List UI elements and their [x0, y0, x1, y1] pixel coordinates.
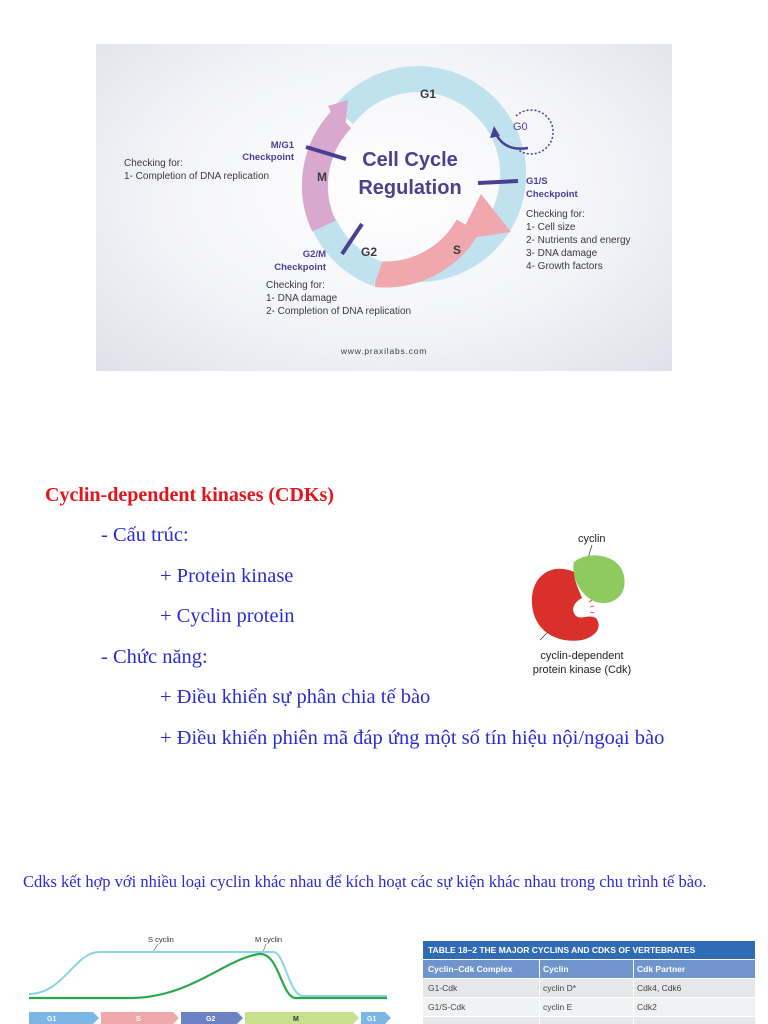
s-cyclin-pointer — [152, 943, 159, 953]
structure-item: + Cyclin protein — [160, 605, 295, 627]
cdk-pointer — [539, 631, 549, 641]
cdk-shape — [531, 568, 599, 641]
g0-label: G0 — [513, 121, 528, 133]
g1s-checking-for: Checking for: — [526, 209, 585, 220]
g1s-check-item: 2- Nutrients and energy — [526, 235, 631, 246]
g1s-check-item: 3- DNA damage — [526, 248, 598, 259]
structure-label: - Cấu trúc: — [101, 524, 189, 546]
mg1-checkpoint-name: M/G1 — [271, 140, 295, 151]
mg1-check-item: 1- Completion of DNA replication — [124, 171, 269, 182]
g2m-check-item: 2- Completion of DNA replication — [266, 306, 411, 317]
phase-label: G1 — [47, 1016, 56, 1023]
phase-bar-g1 — [29, 1012, 99, 1024]
m-phase-label: M — [317, 170, 327, 184]
cdk-label-line2: protein kinase (Cdk) — [533, 664, 631, 676]
cyclin-label: cyclin — [578, 533, 606, 545]
function-label: - Chức năng: — [101, 646, 208, 668]
table-cell: G1/S-Cdk — [428, 1002, 466, 1012]
cell-cycle-diagram: Cell Cycle Regulation G1 S G2 M G0 M/G1 … — [124, 66, 631, 356]
phase-label: G1 — [367, 1016, 376, 1023]
phase-label: M — [293, 1016, 299, 1023]
phase-bar-g2 — [181, 1012, 243, 1024]
mg1-checkpoint-word: Checkpoint — [242, 152, 295, 163]
cyclin-timeline-figure: S cyclin M cyclin G1 S G2 M G1 — [23, 930, 393, 1024]
m-cyclin-label: M cyclin — [255, 935, 282, 944]
table-header-cell: Cyclin–Cdk Complex — [428, 964, 513, 974]
g1s-check-item: 4- Growth factors — [526, 261, 603, 272]
cyclin-shape — [573, 555, 625, 603]
g2m-checking-for: Checking for: — [266, 280, 325, 291]
mg1-checkpoint-bar — [305, 145, 347, 161]
table-caption: TABLE 18–2 THE MAJOR CYCLINS AND CDKS OF… — [428, 945, 696, 955]
g1s-check-item: 1- Cell size — [526, 222, 576, 233]
table-column-divider — [539, 960, 540, 1024]
structure-item: + Protein kinase — [160, 565, 294, 587]
g0-arrowhead — [490, 126, 500, 138]
source-credit: www.praxilabs.com — [340, 346, 427, 356]
g2m-checkpoint-bar — [340, 222, 364, 256]
table-row: G1-Cdk cyclin D* Cdk4, Cdk6 — [423, 979, 755, 997]
table-cell: cyclin D* — [543, 983, 577, 993]
g1s-checkpoint-name: G1/S — [526, 176, 548, 187]
g2-phase-label: G2 — [361, 245, 377, 259]
intro-paragraph: Cdks kết hợp với nhiều loại cyclin khác … — [23, 872, 707, 891]
cdk-cyclin-diagram: cyclin cyclin-dependent protein kinase (… — [531, 533, 631, 676]
table-header-cell: Cyclin — [543, 964, 569, 974]
g2m-checkpoint-name: G2/M — [303, 249, 326, 260]
table-row-partial — [423, 1017, 755, 1024]
cdk-label-line1: cyclin-dependent — [540, 650, 623, 662]
g2m-checkpoint-word: Checkpoint — [274, 262, 327, 273]
table-header-row: Cyclin–Cdk Complex Cyclin Cdk Partner — [423, 960, 755, 978]
s-phase-arrowhead — [458, 194, 511, 240]
s-cyclin-curve — [28, 951, 387, 997]
table-header-cell: Cdk Partner — [637, 964, 686, 974]
binding-mark — [589, 605, 595, 608]
g1s-checkpoint-bar — [477, 179, 519, 185]
binding-mark — [589, 611, 595, 614]
m-phase-arrowhead — [328, 100, 348, 139]
s-cyclin-label: S cyclin — [148, 935, 174, 944]
table-row: G1/S-Cdk cyclin E Cdk2 — [423, 998, 755, 1016]
g1-phase-arc — [332, 66, 527, 283]
m-cyclin-curve — [29, 952, 387, 1000]
g2-phase-arc — [312, 218, 383, 287]
phase-label: G2 — [206, 1016, 215, 1023]
table-cell: G1-Cdk — [428, 983, 458, 993]
table-cell: Cdk2 — [637, 1002, 657, 1012]
s-phase-label: S — [453, 243, 461, 257]
m-cyclin-pointer — [262, 943, 267, 953]
g1s-checkpoint-word: Checkpoint — [526, 189, 579, 200]
table-cell: Cdk4, Cdk6 — [637, 983, 682, 993]
cycle-title-line1: Cell Cycle — [362, 149, 458, 171]
mg1-checking-for: Checking for: — [124, 158, 183, 169]
cyclin-cdk-table: TABLE 18–2 THE MAJOR CYCLINS AND CDKS OF… — [423, 941, 755, 1024]
function-item: + Điều khiển phiên mã đáp ứng một số tín… — [160, 727, 665, 749]
cdk-cyclin-figure: cyclin cyclin-dependent protein kinase (… — [512, 528, 652, 680]
cycle-title-line2: Regulation — [358, 177, 461, 199]
phase-label: S — [136, 1016, 141, 1023]
g1-phase-label: G1 — [420, 87, 436, 101]
phase-bar-g1-next — [361, 1012, 391, 1024]
table-column-divider — [633, 960, 634, 1024]
section-heading: Cyclin-dependent kinases (CDKs) — [45, 484, 334, 506]
cell-cycle-figure: Cell Cycle Regulation G1 S G2 M G0 M/G1 … — [96, 44, 672, 371]
m-phase-arc — [301, 109, 352, 232]
table-cell: cyclin E — [543, 1002, 573, 1012]
phase-bar-m — [245, 1012, 359, 1024]
binding-mark — [588, 599, 593, 603]
function-item: + Điều khiển sự phân chia tế bào — [160, 686, 431, 708]
phase-bar-s — [101, 1012, 179, 1024]
g2m-check-item: 1- DNA damage — [266, 293, 338, 304]
cyclin-timeline-diagram: S cyclin M cyclin G1 S G2 M G1 — [28, 935, 391, 1024]
table-caption-row: TABLE 18–2 THE MAJOR CYCLINS AND CDKS OF… — [423, 941, 755, 959]
